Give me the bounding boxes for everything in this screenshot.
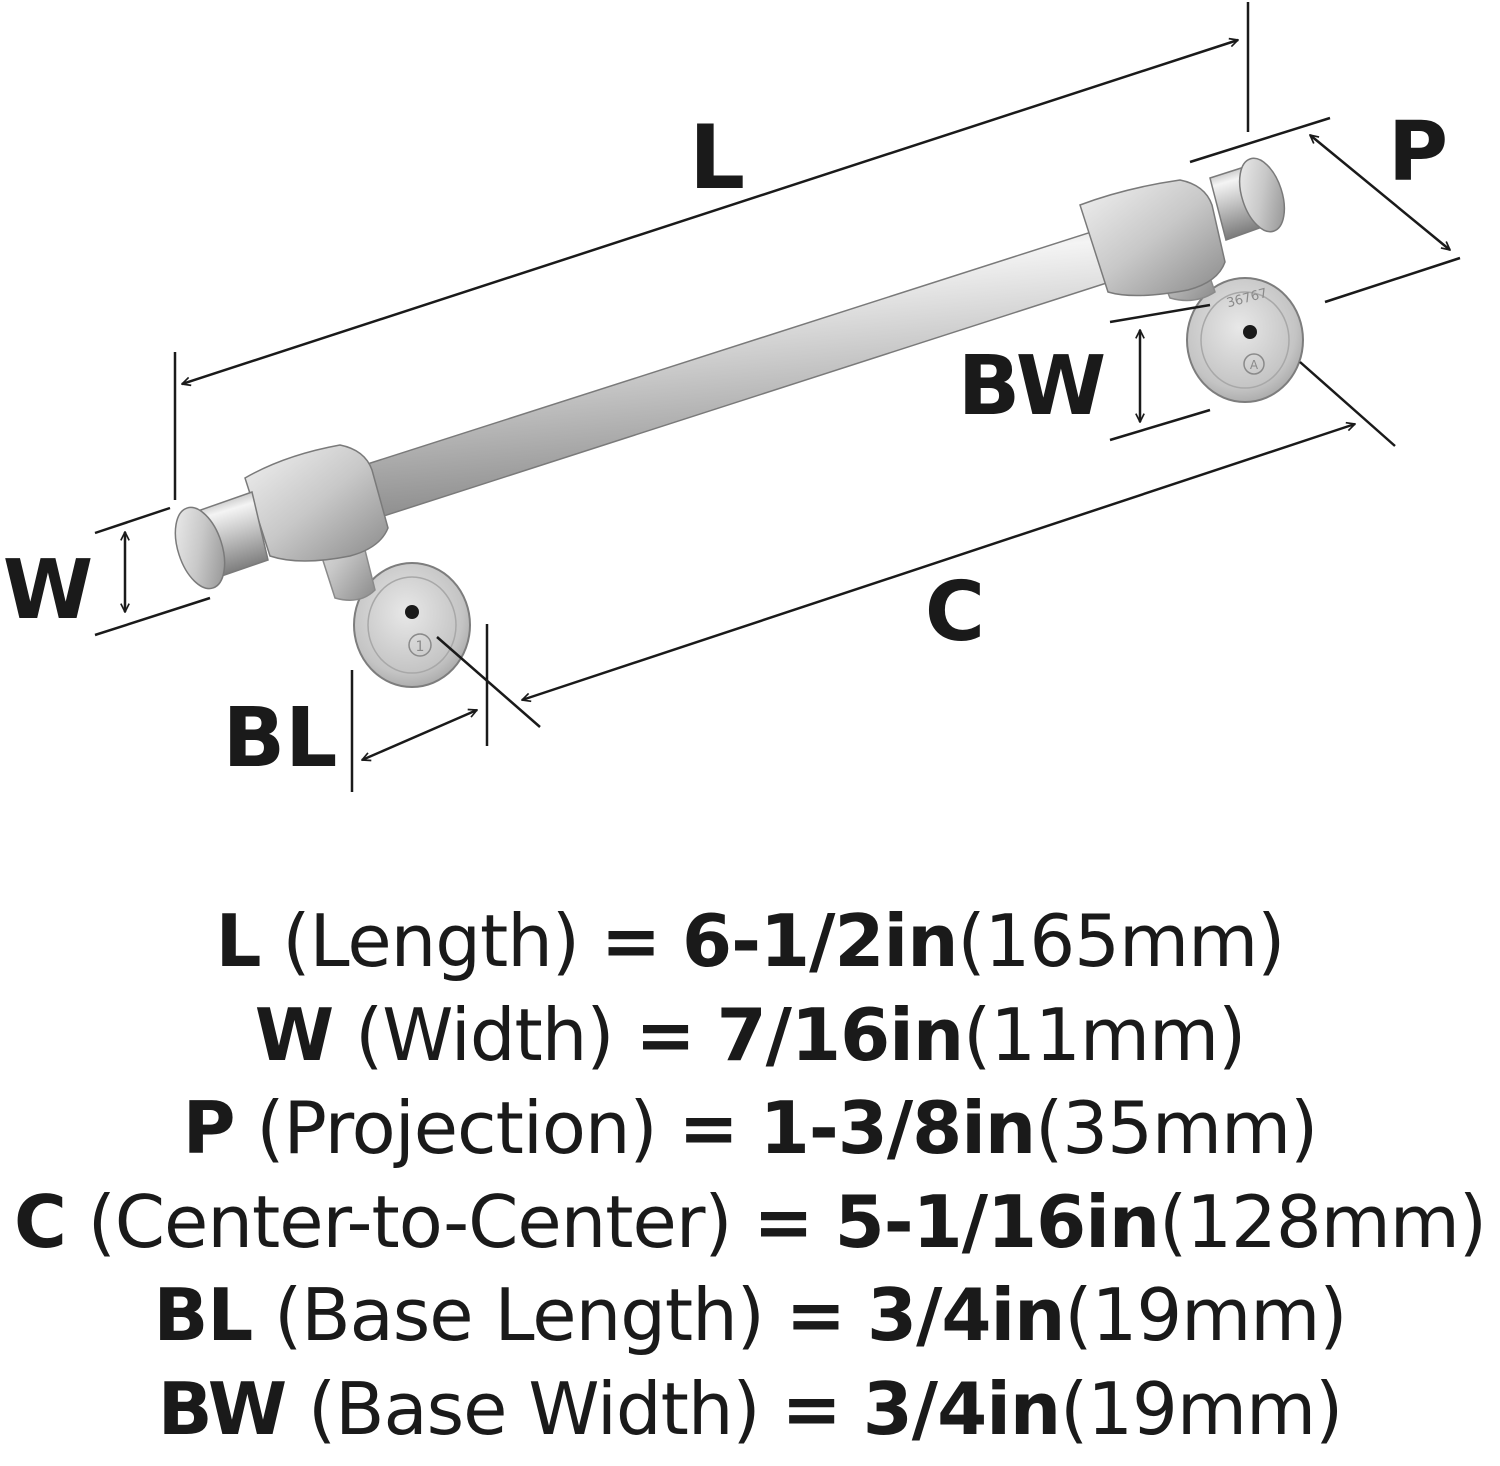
dimension-diagram: 1 36767 A <box>3 2 1461 792</box>
spec-equals: = <box>781 1366 841 1451</box>
left-end-cap <box>174 506 226 590</box>
spec-code: BL <box>153 1273 253 1357</box>
spec-width: W (Width) = 7/16in(11mm) <box>0 989 1500 1083</box>
spec-name: (Base Length) <box>274 1273 765 1357</box>
spec-metric: (35mm) <box>1035 1086 1318 1170</box>
spec-imperial: 6-1/2in <box>682 899 958 983</box>
spec-base-width: BW (Base Width) = 3/4in(19mm) <box>0 1363 1500 1457</box>
length-arrow <box>182 40 1238 384</box>
spec-code: BW <box>157 1366 287 1451</box>
left-base-mark: 1 <box>416 639 425 655</box>
left-base-disc <box>353 562 471 688</box>
cabinet-pull-handle: 1 36767 A <box>174 157 1304 688</box>
spec-projection: P (Projection) = 1-3/8in(35mm) <box>0 1082 1500 1176</box>
spec-center-to-center: C (Center-to-Center) = 5-1/16in(128mm) <box>0 1176 1500 1270</box>
spec-name: (Center-to-Center) <box>87 1179 733 1264</box>
spec-metric: (128mm) <box>1159 1179 1487 1264</box>
spec-name: (Base Width) <box>308 1366 761 1451</box>
label-projection: P <box>1388 105 1448 200</box>
right-screw-hole <box>1243 325 1257 339</box>
spec-code: P <box>182 1086 236 1170</box>
spec-imperial: 7/16in <box>716 992 965 1077</box>
spec-length: L (Length) = 6-1/2in(165mm) <box>0 895 1500 989</box>
spec-equals: = <box>635 992 695 1077</box>
spec-metric: (165mm) <box>957 899 1285 983</box>
spec-equals: = <box>600 899 661 983</box>
label-base-width: BW <box>958 339 1106 434</box>
spec-equals: = <box>753 1179 813 1264</box>
right-base-mark-bottom: A <box>1250 358 1259 372</box>
projection-arrow <box>1310 135 1450 250</box>
label-base-length: BL <box>223 691 338 786</box>
spec-code: C <box>13 1179 67 1264</box>
center-to-center-arrow <box>522 424 1355 700</box>
left-screw-hole <box>405 605 419 619</box>
base-length-arrow <box>362 710 477 760</box>
label-center-to-center: C <box>925 565 985 660</box>
spec-imperial: 3/4in <box>862 1366 1061 1451</box>
spec-name: (Width) <box>355 992 614 1077</box>
right-end-cap <box>1238 157 1286 233</box>
label-length: L <box>689 106 745 209</box>
spec-equals: = <box>678 1086 739 1170</box>
spec-metric: (19mm) <box>1064 1273 1347 1357</box>
spec-code: L <box>215 899 262 983</box>
specifications-list: L (Length) = 6-1/2in(165mm) W (Width) = … <box>0 895 1500 1456</box>
spec-base-length: BL (Base Length) = 3/4in(19mm) <box>0 1269 1500 1363</box>
label-width: W <box>3 543 93 638</box>
spec-code: W <box>254 992 334 1077</box>
spec-metric: (19mm) <box>1060 1366 1343 1451</box>
spec-name: (Length) <box>282 899 580 983</box>
spec-equals: = <box>785 1273 846 1357</box>
dimension-lines <box>94 2 1461 792</box>
spec-imperial: 3/4in <box>866 1273 1065 1357</box>
spec-metric: (11mm) <box>963 992 1246 1077</box>
spec-imperial: 1-3/8in <box>759 1086 1036 1170</box>
spec-name: (Projection) <box>256 1086 657 1170</box>
spec-imperial: 5-1/16in <box>834 1179 1161 1264</box>
